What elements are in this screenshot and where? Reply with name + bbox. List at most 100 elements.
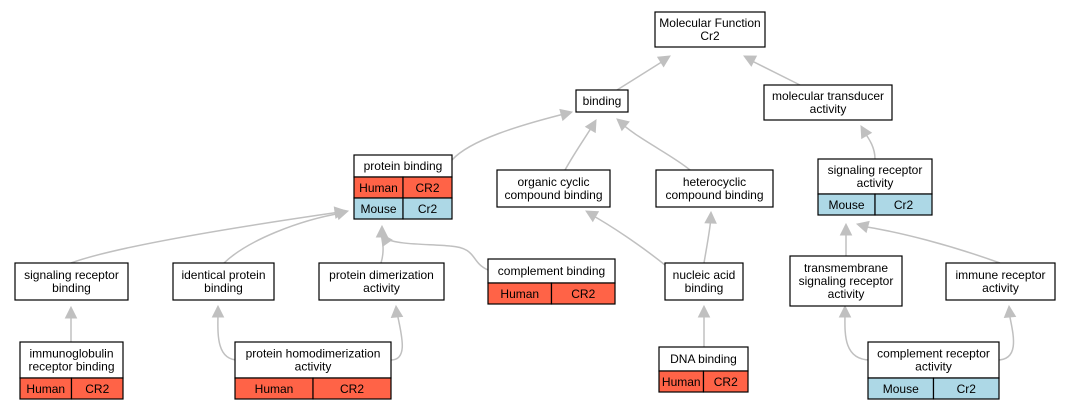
node-box: [664, 262, 744, 301]
species-label: Mouse: [360, 202, 396, 216]
edge-transmembrane-to-signaling-activity-arrowhead: [839, 222, 853, 236]
edge-dna-to-nucleic-acid-arrowhead: [697, 304, 711, 318]
node-label: signaling receptor: [24, 268, 119, 282]
edge-homodimerization-to-dimerization-arrowhead: [390, 304, 404, 319]
gene-label: CR2: [415, 181, 439, 195]
node-box: [487, 258, 616, 284]
edge-protein-binding-to-binding-arrowhead: [559, 108, 574, 122]
node-label: binding: [52, 281, 91, 295]
edge-complement-receptor-to-immune-arrowhead: [1003, 304, 1017, 319]
edge-organic-cyclic-to-binding: [564, 124, 594, 171]
edge-immune-receptor-to-signaling-activity: [860, 225, 1001, 264]
gene-cell: [874, 193, 933, 216]
species-label: Human: [255, 382, 294, 396]
node-label: activity: [363, 281, 400, 295]
node-label: activity: [982, 281, 1019, 295]
edge-complement-binding-to-protein-binding-arrowhead: [380, 233, 393, 248]
gene-cell: [550, 282, 616, 305]
node-label: protein binding: [364, 159, 443, 173]
node-label: protein homodimerization: [246, 347, 381, 361]
node-label: Cr2: [700, 29, 720, 43]
node-label: complement binding: [498, 264, 605, 278]
node-box: [654, 11, 766, 48]
node-box: [318, 262, 445, 301]
edge-complement-receptor-to-transmembrane: [844, 311, 871, 361]
gene-label: CR2: [571, 287, 595, 301]
species-label: Mouse: [883, 382, 919, 396]
gene-label: CR2: [85, 382, 109, 396]
node-label: activity: [915, 360, 952, 374]
edge-homodimerization-to-dimerization: [390, 311, 404, 361]
edge-identical-to-protein-binding-arrowhead: [335, 207, 350, 221]
node-label: protein dimerization: [329, 268, 434, 282]
edge-nucleic-acid-to-heterocyclic-arrowhead: [704, 210, 717, 224]
node-label: nucleic acid: [673, 268, 736, 282]
gene-label: CR2: [340, 382, 364, 396]
edge-sr-binding-to-protein-binding: [70, 211, 341, 264]
edge-heterocyclic-to-binding-arrowhead: [616, 118, 630, 132]
node-label: Molecular Function: [659, 16, 760, 30]
node-label: binding: [204, 281, 243, 295]
edge-identical-to-protein-binding: [223, 212, 343, 264]
edge-transducer-to-molecular-function-arrowhead: [743, 55, 758, 67]
edge-immunoglobulin-to-sr-binding-arrowhead: [64, 305, 78, 319]
gene-label: CR2: [714, 375, 738, 389]
edge-binding-to-molecular-function-arrowhead: [656, 55, 671, 68]
species-label: Human: [662, 375, 701, 389]
edge-binding-to-molecular-function: [616, 57, 669, 91]
species-label: Mouse: [828, 198, 864, 212]
edge-transducer-to-molecular-function: [745, 57, 801, 86]
node-label: identical protein: [181, 268, 265, 282]
species-label: Human: [359, 181, 398, 195]
node-label: activity: [810, 102, 847, 116]
gene-cell: [932, 377, 1000, 400]
gene-cell: [402, 197, 453, 220]
node-box: [945, 262, 1056, 301]
node-label: immune receptor: [955, 268, 1045, 282]
node-box: [655, 169, 774, 208]
node-box: [496, 169, 611, 208]
node-bind[interactable]: binding: [575, 89, 629, 113]
species-label: Human: [500, 287, 539, 301]
node-label: activity: [857, 176, 894, 190]
node-label: receptor binding: [28, 360, 114, 374]
gene-cell: [312, 377, 392, 400]
gene-cell: [702, 370, 749, 393]
edge-complement-receptor-to-transmembrane-arrowhead: [838, 304, 852, 318]
node-box: [172, 262, 275, 301]
edge-signaling-activity-to-transducer-arrowhead: [860, 125, 873, 140]
node-label: DNA binding: [670, 352, 737, 366]
species-label: Human: [26, 382, 65, 396]
node-label: heterocyclic: [683, 175, 746, 189]
edge-heterocyclic-to-binding: [620, 122, 691, 171]
node-label: binding: [685, 281, 724, 295]
edge-homodimerization-to-identical-arrowhead: [211, 304, 225, 318]
node-label: transmembrane: [804, 261, 888, 275]
edge-nucleic-acid-to-organic-cyclic: [589, 213, 666, 266]
edge-nucleic-acid-to-heterocyclic: [703, 216, 712, 264]
edge-immune-receptor-to-signaling-activity-arrowhead: [855, 220, 870, 234]
gene-label: Cr2: [894, 198, 914, 212]
node-box: [234, 341, 392, 379]
node-label: complement receptor: [877, 347, 990, 361]
gene-label: Cr2: [418, 202, 438, 216]
